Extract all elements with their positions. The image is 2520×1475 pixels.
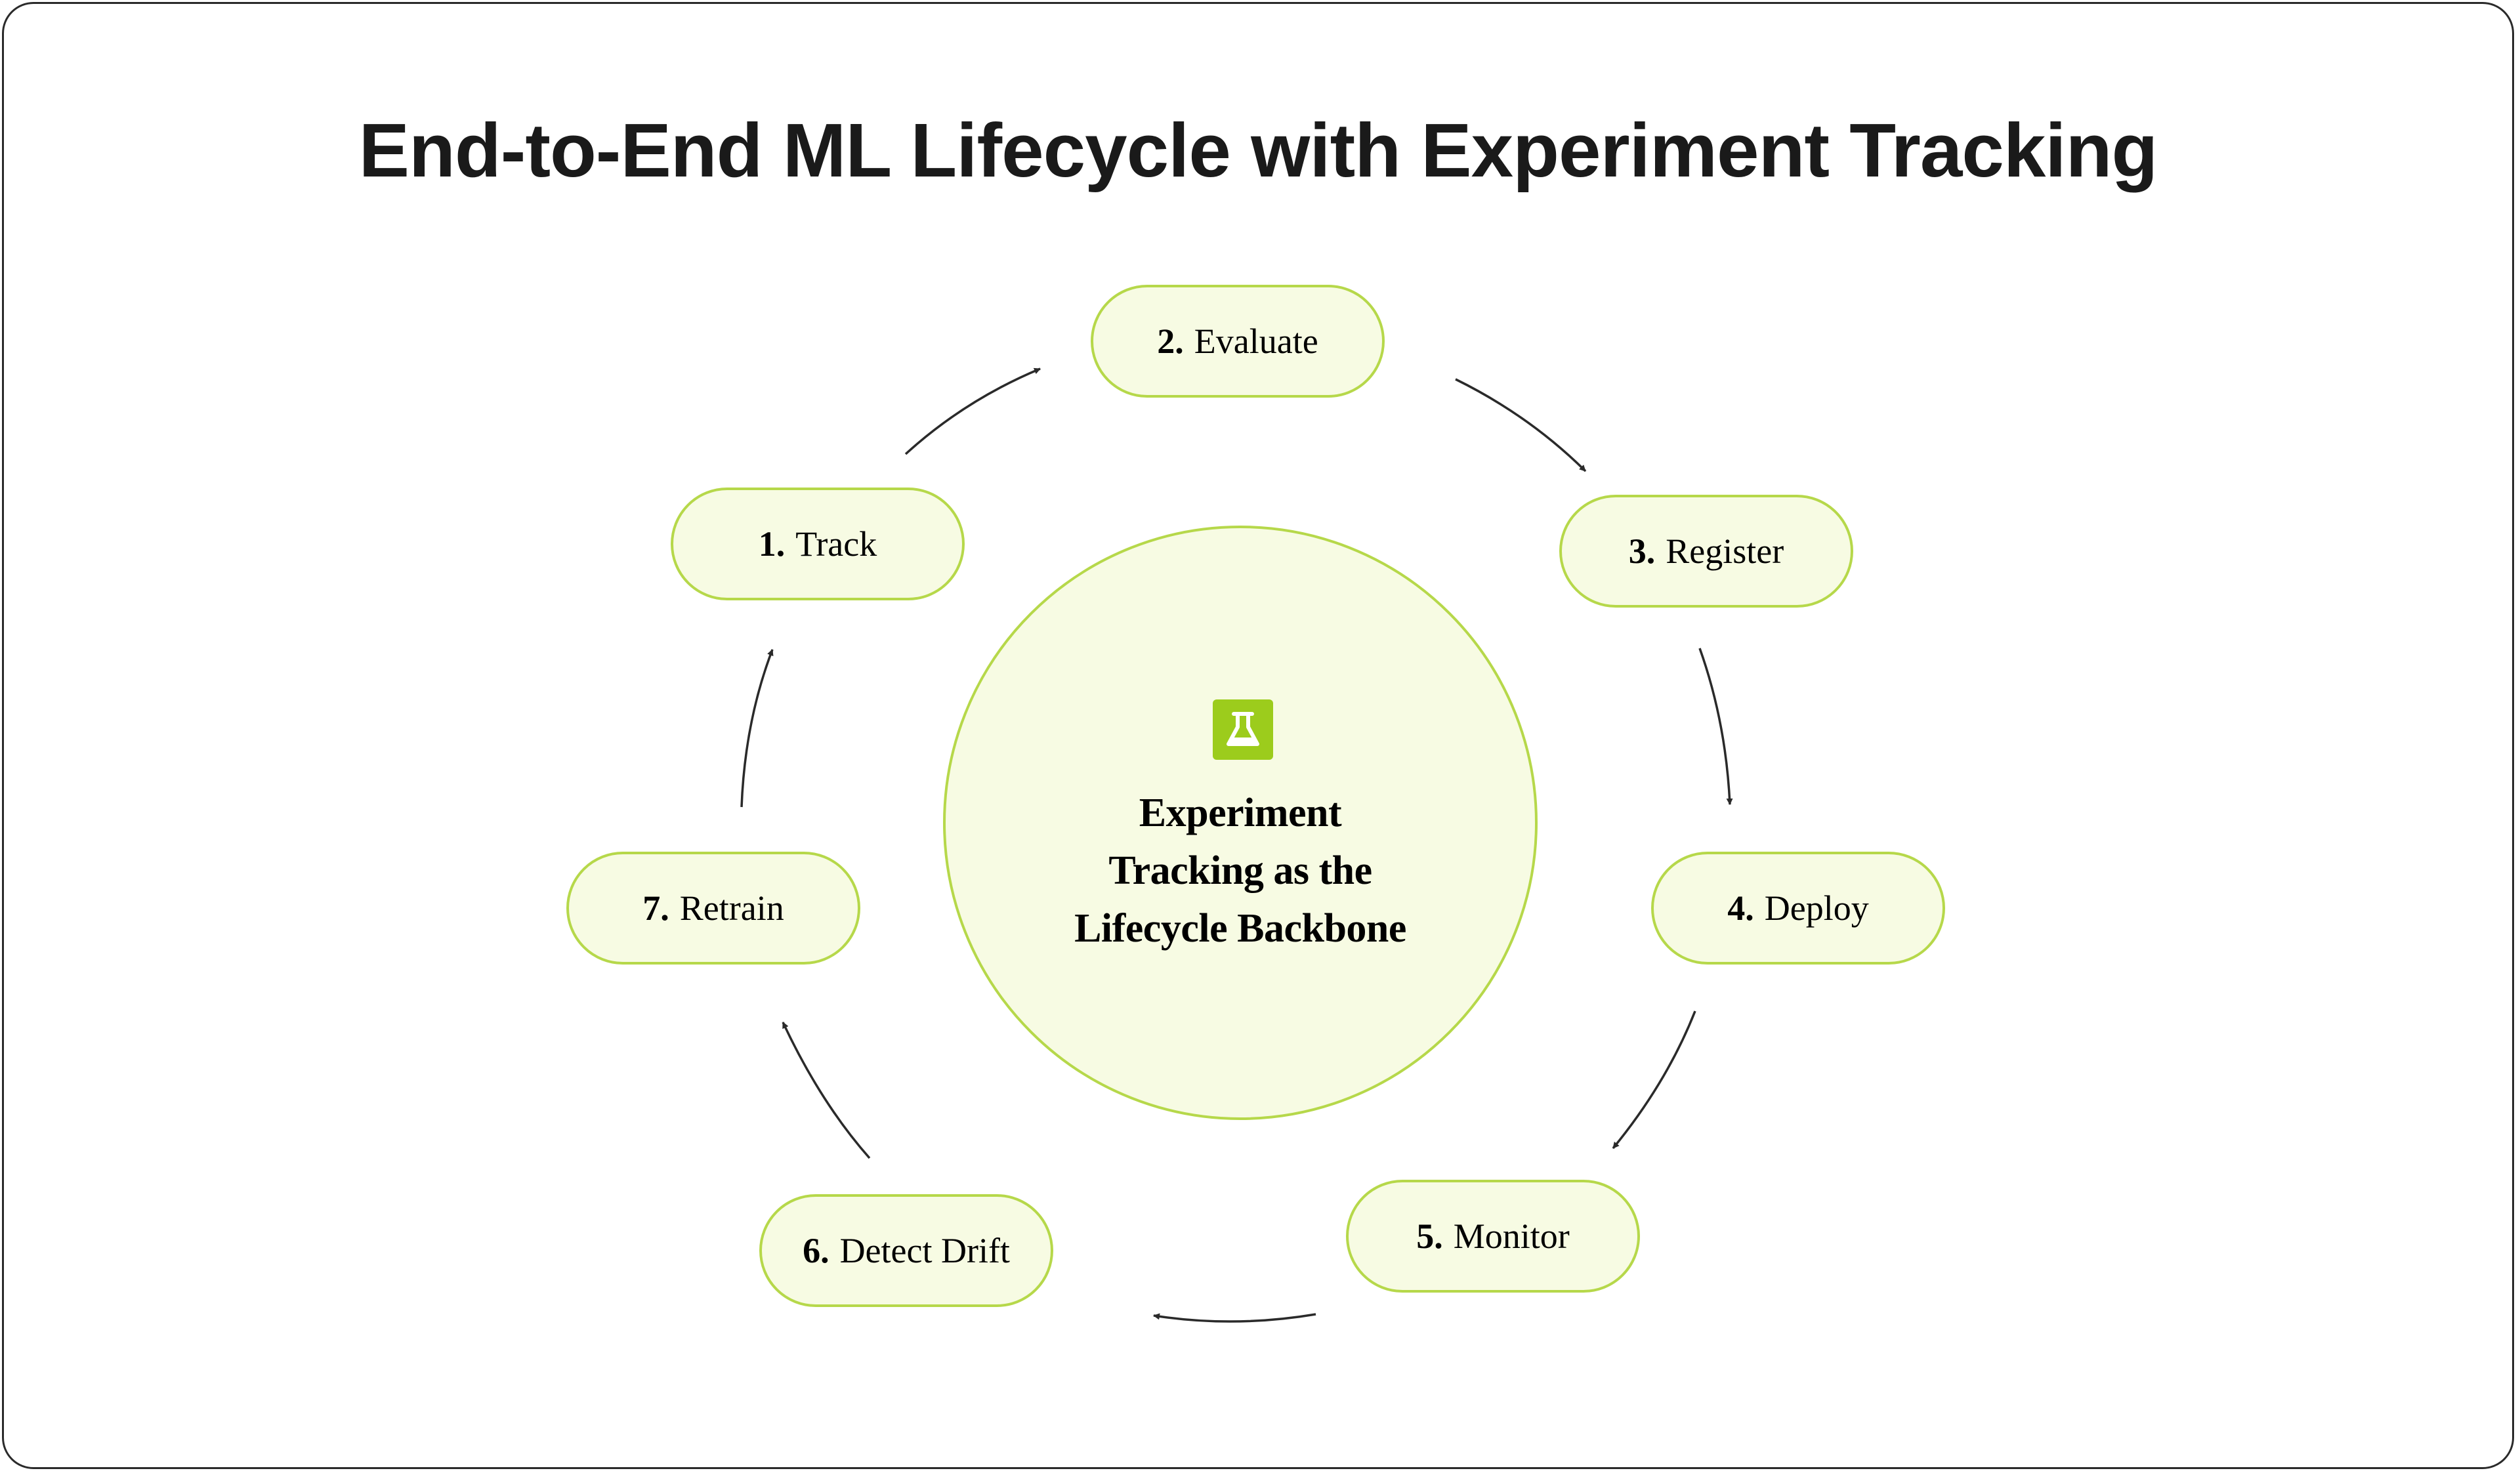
step-node-register: 3. Register: [1559, 495, 1853, 608]
step-node-track: 1. Track: [671, 488, 965, 600]
flask-icon: [1213, 699, 1273, 760]
arrow-track-to-evaluate: [904, 367, 1041, 455]
step-label: Retrain: [679, 888, 784, 928]
arrow-evaluate-to-register: [1455, 378, 1587, 472]
step-label: Deploy: [1764, 888, 1869, 928]
step-label: Detect Drift: [839, 1231, 1010, 1270]
step-node-evaluate: 2. Evaluate: [1091, 285, 1385, 398]
center-label-line: Experiment: [1139, 791, 1342, 835]
step-number: 4.: [1727, 888, 1754, 928]
step-node-deploy: 4. Deploy: [1651, 852, 1945, 965]
step-node-detect-drift: 6. Detect Drift: [759, 1194, 1053, 1307]
step-label: Monitor: [1453, 1216, 1570, 1256]
arrow-retrain-to-track: [740, 649, 774, 808]
step-label: Register: [1666, 531, 1784, 571]
step-number: 7.: [642, 888, 669, 928]
step-label: Track: [795, 524, 877, 564]
step-node-retrain: 7. Retrain: [566, 852, 860, 965]
center-label-line: Tracking as the: [1108, 848, 1372, 893]
step-number: 5.: [1416, 1216, 1443, 1256]
center-label: Experiment Tracking as the Lifecycle Bac…: [946, 784, 1535, 957]
center-hub: Experiment Tracking as the Lifecycle Bac…: [943, 526, 1538, 1120]
step-number: 3.: [1628, 531, 1656, 571]
diagram-title: End-to-End ML Lifecycle with Experiment …: [358, 108, 2158, 193]
step-node-monitor: 5. Monitor: [1346, 1180, 1640, 1293]
step-number: 2.: [1157, 322, 1184, 361]
arrow-register-to-deploy: [1698, 648, 1733, 805]
step-number: 1.: [758, 524, 786, 564]
step-number: 6.: [803, 1231, 830, 1270]
center-label-line: Lifecycle Backbone: [1074, 906, 1406, 951]
step-label: Evaluate: [1194, 322, 1318, 361]
arrow-deploy-to-monitor: [1612, 1010, 1696, 1150]
arrow-drift-to-retrain: [782, 1022, 871, 1159]
arrow-monitor-to-drift: [1153, 1313, 1316, 1323]
